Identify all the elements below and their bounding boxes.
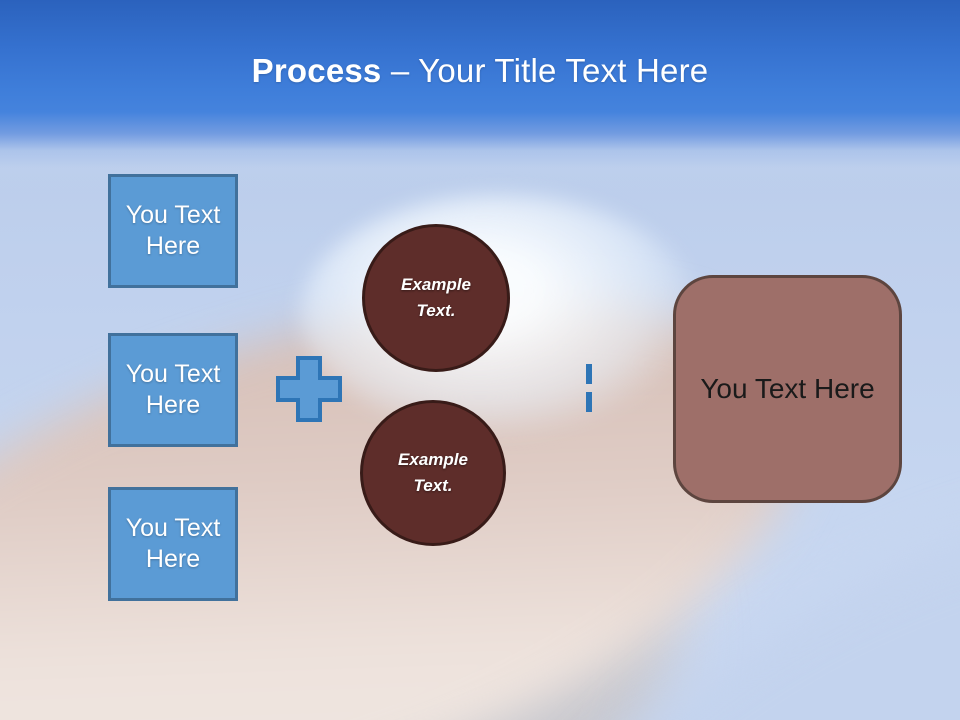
- example-circle-2: Example Text.: [360, 400, 506, 546]
- result-box: You Text Here: [673, 275, 902, 503]
- text-box-label: You Text Here: [125, 201, 221, 260]
- text-box-3: You Text Here: [108, 487, 238, 601]
- title-rest: – Your Title Text Here: [390, 52, 709, 89]
- text-box-2: You Text Here: [108, 333, 238, 447]
- example-circle-label: Example Text.: [401, 275, 471, 320]
- equals-icon: [550, 364, 628, 412]
- plus-icon: [275, 355, 343, 423]
- slide-title: Process – Your Title Text Here: [0, 52, 960, 90]
- equals-bar-bottom: [586, 392, 592, 412]
- example-circle-1: Example Text.: [362, 224, 510, 372]
- equals-bar-top: [586, 364, 592, 384]
- example-circle-label: Example Text.: [398, 450, 468, 495]
- title-keyword: Process: [251, 52, 382, 89]
- text-box-1: You Text Here: [108, 174, 238, 288]
- plus-icon-svg: [276, 356, 342, 422]
- text-box-label: You Text Here: [125, 360, 221, 419]
- result-box-label: You Text Here: [700, 373, 875, 404]
- text-box-label: You Text Here: [125, 514, 221, 573]
